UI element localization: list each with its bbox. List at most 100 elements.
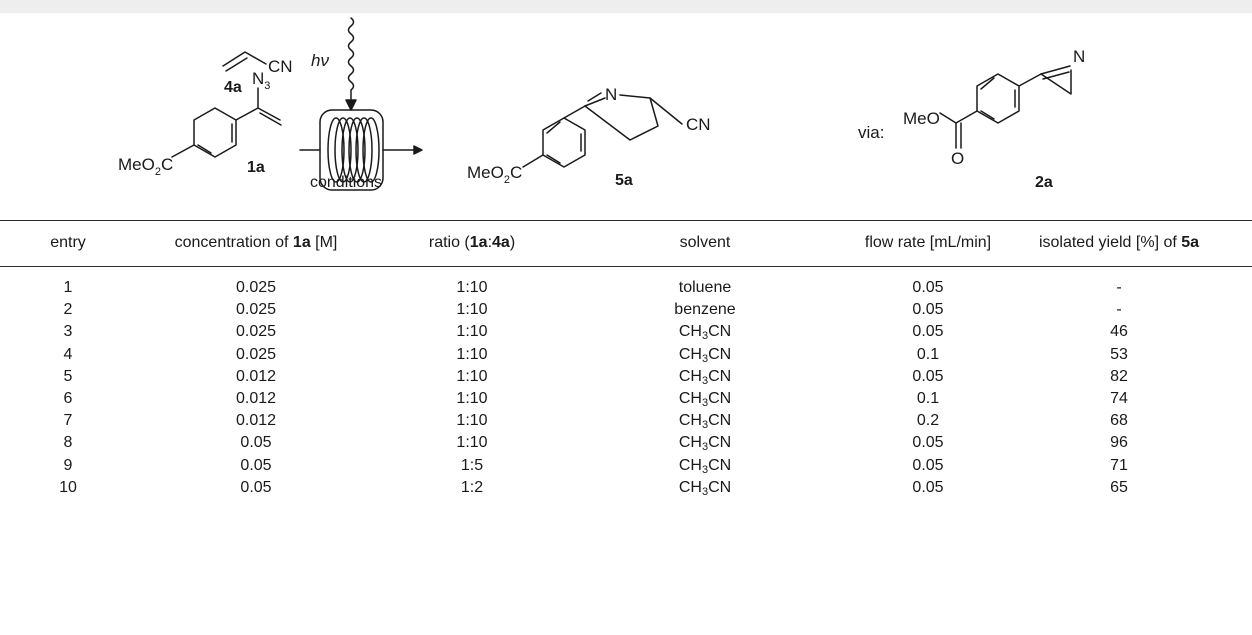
cell-entry: 3 — [63, 323, 73, 341]
cell-solvent: CH3CN — [678, 434, 732, 454]
nitrile-4a-label: CN — [268, 57, 293, 76]
cell-concentration: 0.025 — [235, 323, 277, 341]
cell-flow-rate: 0.05 — [912, 323, 944, 341]
table-top-rule — [0, 220, 1252, 221]
table-row: 1 0.025 1:10 toluene 0.05 - — [0, 277, 1252, 299]
pyrroline-product-structure — [522, 92, 683, 168]
cell-entry: 7 — [63, 412, 73, 430]
cell-flow-rate: 0.2 — [916, 412, 940, 430]
table-row: 3 0.025 1:10 CH3CN 0.05 46 — [0, 321, 1252, 343]
cell-concentration: 0.05 — [240, 456, 272, 474]
cell-yield: 71 — [1110, 456, 1128, 474]
cell-solvent: CH3CN — [678, 412, 732, 432]
table-header-row: entry concentration of 1a [M] ratio (1a:… — [0, 232, 1252, 254]
cell-entry: 2 — [63, 301, 73, 319]
compound-4a-label: 4a — [224, 79, 242, 96]
nitrile-5a-label: CN — [686, 115, 711, 134]
cell-yield: 74 — [1110, 390, 1128, 407]
cell-ratio: 1:10 — [456, 323, 488, 341]
cell-ratio: 1:10 — [456, 434, 488, 452]
cell-flow-rate: 0.05 — [912, 434, 944, 452]
cell-concentration: 0.012 — [235, 390, 277, 407]
azirine-nitrogen-label: N — [1073, 47, 1085, 66]
cell-concentration: 0.025 — [235, 301, 277, 319]
compound-1a-label: 1a — [247, 159, 265, 176]
cell-entry: 9 — [63, 456, 73, 474]
cell-ratio: 1:10 — [456, 279, 488, 296]
cell-solvent: CH3CN — [678, 478, 732, 498]
cell-concentration: 0.012 — [235, 412, 277, 430]
conditions-label: conditions — [310, 174, 382, 191]
cell-entry: 5 — [63, 367, 73, 385]
table-header-rule — [0, 266, 1252, 267]
cell-yield: 82 — [1110, 367, 1128, 385]
cell-ratio: 1:2 — [460, 478, 484, 496]
ester-2a-label: MeO — [903, 109, 940, 128]
cell-flow-rate: 0.1 — [916, 345, 940, 363]
cell-flow-rate: 0.1 — [916, 390, 940, 407]
ester-5a-label: MeO2C — [467, 163, 522, 186]
cell-ratio: 1:5 — [460, 456, 484, 474]
header-concentration: concentration of 1a [M] — [174, 234, 338, 251]
cell-ratio: 1:10 — [456, 345, 488, 363]
cell-ratio: 1:10 — [456, 301, 488, 319]
cell-concentration: 0.05 — [240, 478, 272, 496]
table-row: 8 0.05 1:10 CH3CN 0.05 96 — [0, 432, 1252, 454]
cell-ratio: 1:10 — [456, 412, 488, 430]
header-ratio: ratio (1a:4a) — [428, 234, 516, 251]
cell-yield: 68 — [1110, 412, 1128, 430]
cell-flow-rate: 0.05 — [912, 456, 944, 474]
cell-ratio: 1:10 — [456, 367, 488, 385]
carbonyl-oxygen-label: O — [951, 149, 964, 168]
cell-solvent: CH3CN — [678, 323, 732, 343]
azirine-intermediate-structure — [939, 65, 1072, 149]
top-bar — [0, 0, 1252, 13]
header-yield: isolated yield [%] of 5a — [1038, 234, 1200, 251]
cell-yield: 96 — [1110, 434, 1128, 452]
cell-yield: - — [1116, 279, 1122, 296]
azide-label: N3 — [252, 69, 270, 92]
cell-solvent: CH3CN — [678, 456, 732, 476]
table-row: 7 0.012 1:10 CH3CN 0.2 68 — [0, 410, 1252, 432]
header-flow-rate: flow rate [mL/min] — [864, 234, 992, 251]
table-row: 2 0.025 1:10 benzene 0.05 - — [0, 299, 1252, 321]
header-entry: entry — [50, 234, 86, 251]
cell-ratio: 1:10 — [456, 390, 488, 407]
cell-yield: 53 — [1110, 345, 1128, 363]
cell-solvent: CH3CN — [678, 390, 732, 409]
cell-concentration: 0.025 — [235, 345, 277, 363]
cell-flow-rate: 0.05 — [912, 301, 944, 319]
photoreactor-icon — [299, 17, 423, 191]
cell-flow-rate: 0.05 — [912, 279, 944, 296]
table-row: 5 0.012 1:10 CH3CN 0.05 82 — [0, 366, 1252, 388]
cell-concentration: 0.012 — [235, 367, 277, 385]
acrylonitrile-structure — [222, 51, 267, 72]
cell-flow-rate: 0.05 — [912, 367, 944, 385]
table-row: 9 0.05 1:5 CH3CN 0.05 71 — [0, 455, 1252, 477]
cell-yield: 65 — [1110, 478, 1128, 496]
light-label: hν — [311, 51, 329, 70]
cell-flow-rate: 0.05 — [912, 478, 944, 496]
cell-solvent: toluene — [678, 279, 732, 296]
vinyl-azide-structure — [171, 87, 282, 158]
header-solvent: solvent — [679, 234, 731, 251]
ester-1a-label: MeO2C — [118, 155, 173, 178]
ring-nitrogen-5a-label: N — [605, 85, 617, 104]
cell-yield: - — [1116, 301, 1122, 319]
cell-entry: 8 — [63, 434, 73, 452]
via-label: via: — [858, 123, 884, 142]
compound-5a-label: 5a — [615, 172, 633, 189]
cell-concentration: 0.025 — [235, 279, 277, 296]
table-row: 6 0.012 1:10 CH3CN 0.1 74 — [0, 388, 1252, 410]
cell-yield: 46 — [1110, 323, 1128, 341]
cell-solvent: benzene — [674, 301, 736, 319]
reaction-scheme: CN 4a N3 MeO2C 1a hν conditions N CN MeO… — [118, 17, 1085, 191]
cell-entry: 6 — [63, 390, 73, 407]
cell-solvent: CH3CN — [678, 345, 732, 365]
cell-concentration: 0.05 — [240, 434, 272, 452]
cell-solvent: CH3CN — [678, 367, 732, 387]
compound-2a-label: 2a — [1035, 174, 1053, 191]
cell-entry: 1 — [63, 279, 73, 296]
cell-entry: 10 — [59, 478, 77, 496]
